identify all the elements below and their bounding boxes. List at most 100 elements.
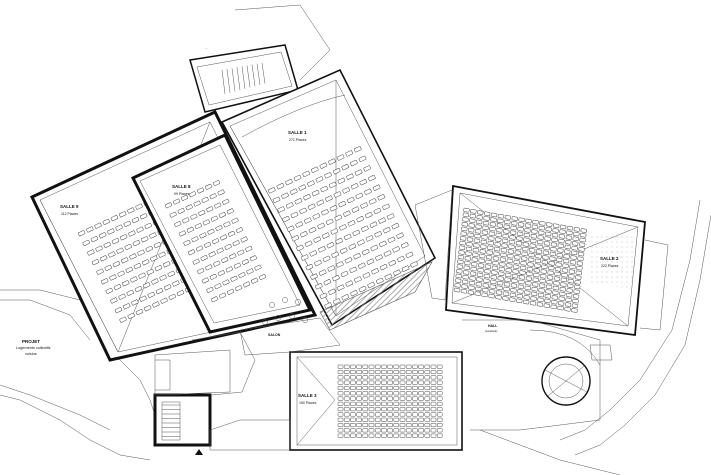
seat <box>537 297 544 303</box>
seat <box>231 217 239 224</box>
seat <box>497 218 504 224</box>
seat <box>571 303 579 309</box>
seat <box>356 364 362 369</box>
seat <box>86 226 94 233</box>
seat <box>542 255 549 260</box>
seat <box>356 412 362 417</box>
seat <box>516 298 523 304</box>
seat <box>493 251 500 257</box>
seat <box>512 269 519 274</box>
seat <box>459 240 466 246</box>
seat <box>412 407 418 412</box>
seat <box>538 225 545 231</box>
seat <box>483 278 490 284</box>
seat <box>532 282 539 287</box>
seat <box>230 275 238 282</box>
seat <box>557 301 565 306</box>
seat <box>139 295 147 302</box>
seat <box>167 270 175 277</box>
seat <box>397 255 405 263</box>
seat <box>300 231 308 238</box>
seat <box>343 396 350 401</box>
seat <box>424 391 431 396</box>
seat <box>496 280 504 286</box>
seat <box>562 263 569 269</box>
seat <box>393 417 400 422</box>
seat <box>186 226 194 233</box>
seat <box>430 364 437 369</box>
seat <box>405 370 412 375</box>
seat <box>312 213 321 220</box>
seat <box>144 222 152 229</box>
seat <box>110 297 118 304</box>
seat <box>368 380 375 385</box>
seat <box>538 283 546 288</box>
seat <box>489 284 496 289</box>
seat <box>337 364 344 369</box>
seat <box>374 364 381 369</box>
seat <box>511 273 519 279</box>
seat <box>176 290 185 297</box>
salle-1: SALLE 1 271 Places <box>220 68 437 331</box>
seat <box>474 291 481 296</box>
seat <box>115 224 123 231</box>
seat <box>109 274 117 281</box>
seat <box>559 286 566 292</box>
seat <box>352 229 361 236</box>
seat <box>343 233 352 241</box>
seat <box>393 375 400 380</box>
seat <box>310 166 319 173</box>
seat <box>543 245 550 251</box>
seat <box>458 250 465 255</box>
seat <box>454 283 461 288</box>
seat <box>557 243 565 249</box>
seat <box>298 184 307 191</box>
seat <box>387 396 393 401</box>
seat <box>471 257 478 262</box>
table <box>282 297 288 303</box>
seat <box>430 407 437 412</box>
seat <box>377 194 386 201</box>
seat <box>536 244 543 250</box>
seat <box>368 364 375 369</box>
seat <box>569 259 577 265</box>
seat <box>546 222 553 227</box>
seat <box>436 396 443 401</box>
seat <box>462 217 469 222</box>
seat <box>362 401 369 406</box>
seat <box>565 297 572 303</box>
seat <box>393 412 400 417</box>
seat <box>478 258 485 264</box>
seat <box>436 380 443 385</box>
seat <box>544 293 552 299</box>
seat <box>479 253 486 259</box>
seat <box>368 423 375 428</box>
seat <box>359 179 368 186</box>
seat <box>345 280 354 287</box>
seat <box>536 239 544 245</box>
seat <box>95 245 103 252</box>
seat <box>521 251 528 257</box>
seat <box>399 385 406 390</box>
seat <box>482 283 489 288</box>
seat <box>387 236 396 243</box>
seat <box>150 255 158 262</box>
salle-8: SALLE 8 99 Places <box>130 133 313 334</box>
seat <box>472 247 480 253</box>
seat <box>533 272 540 278</box>
seat <box>460 231 467 236</box>
seat <box>356 375 362 380</box>
seat <box>323 279 332 286</box>
seat <box>518 217 525 223</box>
seat <box>151 278 159 285</box>
seat <box>368 385 375 390</box>
seat <box>477 263 485 268</box>
seat <box>545 284 553 290</box>
seat <box>350 183 359 190</box>
seat <box>296 244 304 251</box>
seat <box>399 407 406 412</box>
seat <box>513 259 520 265</box>
seat <box>574 279 581 285</box>
project-line2: Logements collectifs <box>16 346 51 350</box>
